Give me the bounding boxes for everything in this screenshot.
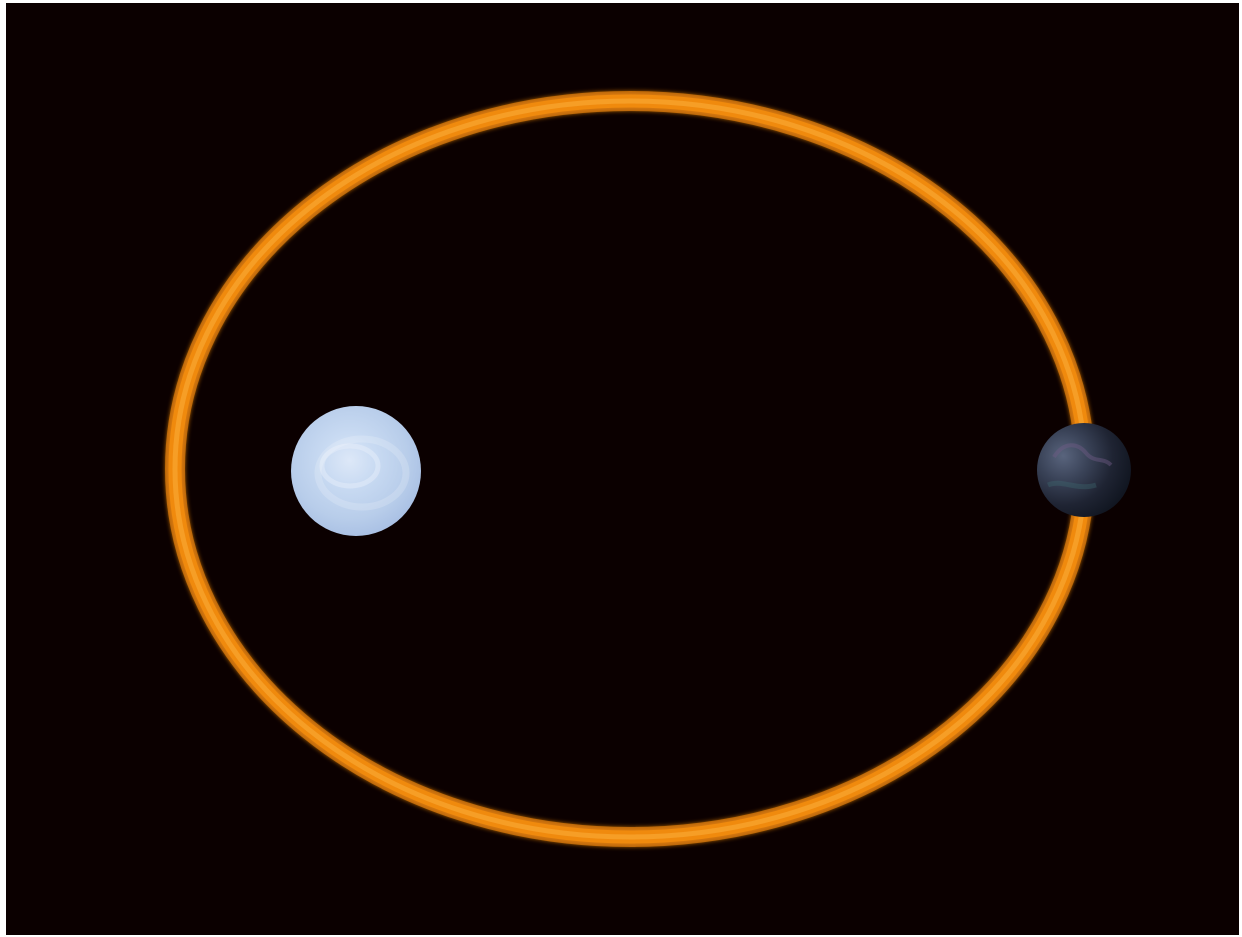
star-circle-icon <box>291 406 421 536</box>
orbit-scene <box>6 3 1239 935</box>
orbit-diagram <box>6 3 1239 935</box>
star-body <box>291 406 421 536</box>
planet-sphere-icon <box>1037 423 1131 517</box>
planet-body <box>1037 423 1131 517</box>
